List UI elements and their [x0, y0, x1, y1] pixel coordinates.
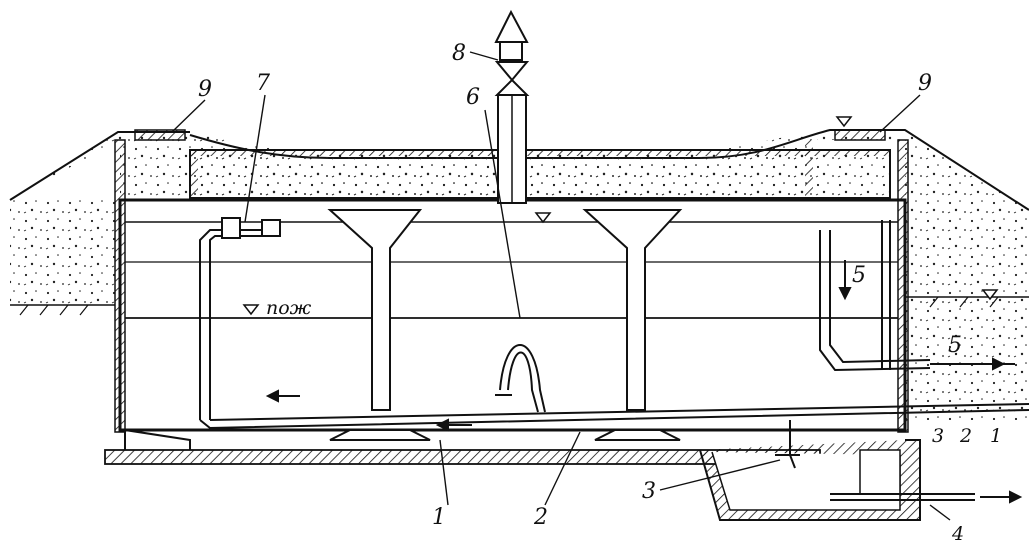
flow-arrows — [265, 260, 1023, 504]
label-roof: 7 — [256, 71, 270, 96]
label-overflow-tube: 6 — [466, 85, 480, 110]
label-fire-level: пож — [266, 297, 312, 319]
label-sump-drain: 4 — [951, 523, 964, 545]
water-levels — [125, 116, 999, 319]
leader-lines — [171, 51, 951, 521]
label-outlet-right: 2 — [959, 425, 972, 447]
columns — [327, 209, 683, 441]
hatches — [134, 129, 886, 141]
label-hatch-right: 9 — [918, 71, 932, 96]
roof-slab — [189, 149, 891, 199]
label-supply-right: 1 — [990, 425, 1002, 447]
label-drain-right: 3 — [932, 425, 944, 447]
label-hatch-left: 9 — [198, 77, 212, 102]
label-ventilation: 8 — [452, 41, 466, 66]
label-supply: 1 — [432, 505, 446, 530]
label-outlet: 2 — [533, 505, 548, 530]
label-overflow: 5 — [948, 333, 962, 358]
pipework — [199, 217, 1029, 501]
labels: 8 6 7 9 9 пож 5 5 1 2 3 3 2 1 4 — [198, 41, 1002, 545]
ventilation-shaft — [494, 9, 530, 204]
label-drain: 3 — [642, 479, 656, 504]
label-overflow-riser: 5 — [852, 263, 866, 288]
